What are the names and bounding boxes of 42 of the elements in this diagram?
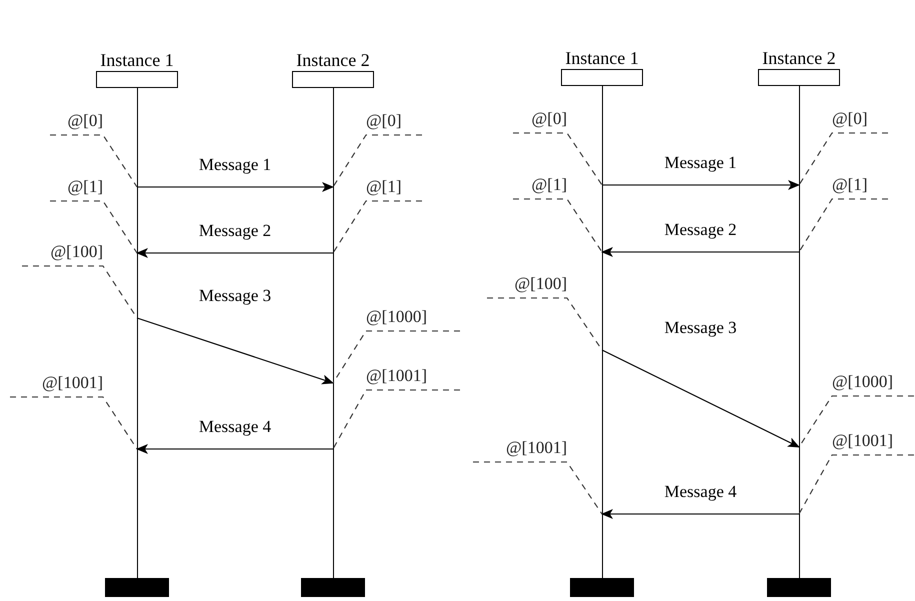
- instance-name: Instance 2: [296, 50, 370, 70]
- timestamp-label: @[1]: [366, 177, 402, 197]
- timestamp-label: @[1]: [68, 177, 103, 197]
- timestamp-label: @[1000]: [832, 372, 893, 392]
- message-arrow: [137, 182, 334, 192]
- message-arrow: [602, 180, 800, 190]
- message-arrow: [601, 509, 799, 519]
- leader-line: [22, 265, 138, 318]
- message-arrow: [136, 444, 333, 454]
- leader-line: [50, 200, 138, 254]
- timestamp-label: @[100]: [514, 274, 567, 294]
- timestamp-label: @[1]: [532, 175, 567, 195]
- leader-line: [798, 132, 888, 186]
- leader-line: [50, 134, 138, 188]
- timestamp-label: @[1001]: [832, 431, 893, 451]
- instance-name: Instance 2: [762, 48, 836, 68]
- message-arrow: [136, 248, 333, 258]
- message-arrow: [136, 317, 334, 384]
- timestamp-label: @[1001]: [366, 366, 427, 386]
- leader-line: [10, 396, 138, 450]
- leader-line: [332, 200, 422, 254]
- message-arrow: [601, 247, 799, 257]
- timestamp-label: @[100]: [50, 242, 103, 262]
- leader-line: [332, 134, 422, 188]
- timestamp-label: @[0]: [532, 109, 567, 129]
- leader-line: [798, 454, 914, 514]
- leader-line: [332, 389, 460, 450]
- leader-line: [513, 132, 602, 186]
- timestamp-label: @[1001]: [42, 373, 103, 393]
- leader-line: [798, 198, 888, 252]
- timestamp-label: @[0]: [832, 109, 868, 129]
- message-arrow: [602, 350, 800, 448]
- timestamp-label: @[0]: [366, 111, 402, 131]
- timestamp-label: @[1001]: [506, 438, 567, 458]
- instance-name: Instance 1: [100, 50, 174, 70]
- timestamp-label: @[0]: [68, 111, 103, 131]
- instance-name: Instance 1: [565, 48, 639, 68]
- leader-line: [473, 461, 602, 514]
- leader-line: [332, 330, 460, 384]
- timestamp-label: @[1000]: [366, 307, 427, 327]
- timestamp-label: @[1]: [832, 175, 868, 195]
- leader-line: [513, 198, 602, 252]
